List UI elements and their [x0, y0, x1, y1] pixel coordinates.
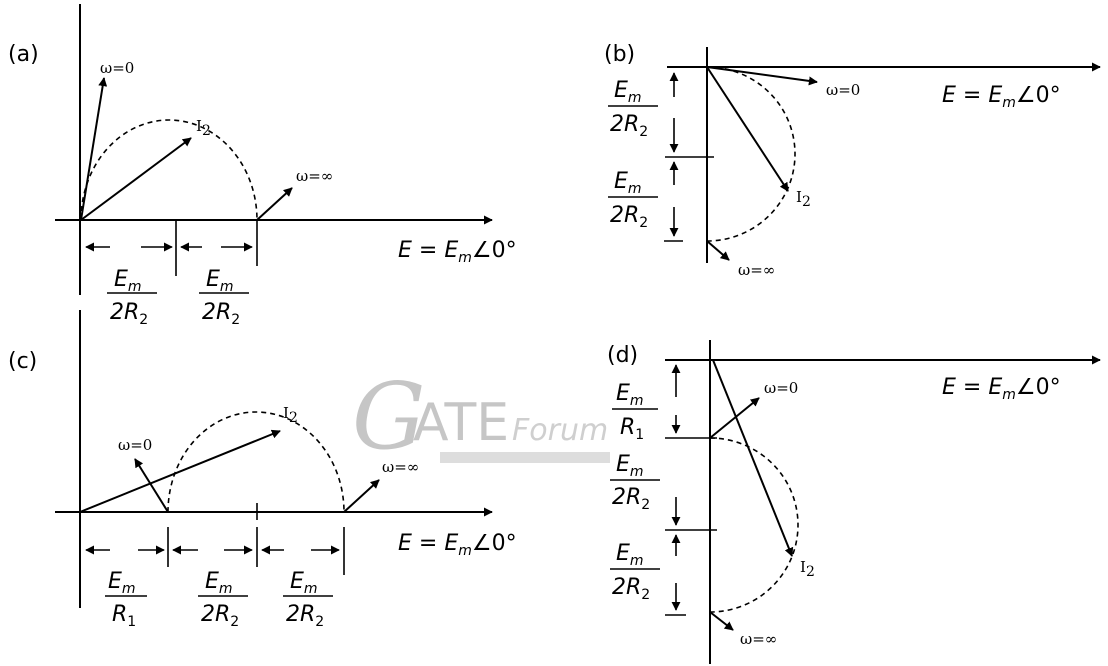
panel-a-i2-phasor [80, 137, 192, 221]
panel-d-omega-zero-label: ω=0 [764, 379, 798, 397]
panel-b-omega-inf-phasor [706, 240, 730, 261]
panel-c-frac3-denom: 2R2 [286, 602, 324, 630]
panel-a [55, 4, 493, 295]
panel-c-omega-zero-phasor [134, 458, 169, 513]
panel-d-labels: ω=0 I2 ω=∞ E = Em∠0° Em R1 Em 2R2 Em 2R2 [612, 375, 1061, 648]
panel-b-omega-zero-phasor [706, 66, 818, 86]
panel-d-omega-inf-label: ω=∞ [740, 630, 777, 648]
panel-a-omega-inf-phasor [256, 187, 293, 221]
panel-d-frac2-numer: Em [616, 452, 644, 480]
panel-a-labels: ω=0 I2 ω=∞ E = Em∠0° Em 2R2 Em 2R2 [100, 59, 517, 328]
panel-label-c: (c) [8, 349, 37, 374]
panel-c-omega-inf-label: ω=∞ [382, 458, 419, 476]
panel-c-frac3-numer: Em [290, 569, 318, 597]
panel-a-omega-inf-label: ω=∞ [296, 167, 333, 185]
panel-label-d: (d) [607, 343, 638, 368]
panel-a-omega-zero-label: ω=0 [100, 59, 134, 77]
panel-c-labels: ω=0 I2 ω=∞ E = Em∠0° Em R1 Em 2R2 Em 2R2 [108, 404, 517, 630]
panel-a-i2-label: I2 [196, 117, 211, 139]
panel-d-locus-semicircle [709, 437, 799, 613]
panel-a-frac2-numer: Em [206, 267, 234, 295]
panel-d-i2-phasor [712, 359, 794, 557]
panel-b-frac1-numer: Em [614, 78, 642, 106]
panel-b-locus-semicircle [706, 66, 796, 242]
watermark-ate: ATE [413, 393, 509, 453]
panel-c-frac2-denom: 2R2 [201, 602, 239, 630]
panel-d-i2-label: I2 [800, 558, 815, 580]
panel-d-frac1-numer: Em [616, 381, 644, 409]
panel-label-a: (a) [8, 42, 39, 67]
gate-forum-watermark: G ATE Forum [352, 363, 610, 470]
panel-b-frac2-numer: Em [614, 169, 642, 197]
panel-c-omega-zero-label: ω=0 [118, 436, 152, 454]
panel-d-e-formula: E = Em∠0° [942, 375, 1061, 403]
panel-d-frac1-denom: R1 [620, 415, 644, 443]
panel-c [55, 310, 493, 608]
panel-a-e-formula: E = Em∠0° [398, 238, 517, 266]
panel-b-labels: ω=0 I2 ω=∞ E = Em∠0° Em 2R2 Em 2R2 [610, 78, 1061, 279]
panel-a-frac1-numer: Em [114, 267, 142, 295]
panel-d-omega-inf-phasor [709, 611, 734, 631]
panel-a-locus-semicircle [80, 119, 258, 221]
panel-b [608, 47, 1101, 263]
panel-c-i2-label: I2 [283, 404, 298, 426]
panel-a-omega-zero-phasor [80, 77, 108, 221]
panel-c-locus-semicircle [167, 411, 345, 513]
panel-d-omega-zero-phasor [709, 397, 760, 439]
panel-c-frac2-numer: Em [205, 569, 233, 597]
watermark-forum: Forum [512, 413, 608, 448]
panel-d-frac3-denom: 2R2 [612, 575, 650, 603]
panel-c-e-formula: E = Em∠0° [398, 531, 517, 559]
panel-c-i2-phasor [79, 429, 281, 513]
panel-c-frac1-denom: R1 [112, 602, 136, 630]
panel-a-frac1-denom: 2R2 [110, 300, 148, 328]
panel-b-omega-inf-label: ω=∞ [738, 261, 775, 279]
panel-c-omega-inf-phasor [343, 479, 380, 513]
panel-a-frac2-denom: 2R2 [202, 300, 240, 328]
panel-c-frac1-numer: Em [108, 569, 136, 597]
panel-d [610, 340, 1101, 664]
panel-b-i2-label: I2 [796, 188, 811, 210]
watermark-g: G [352, 363, 426, 470]
panel-b-frac1-denom: 2R2 [610, 112, 648, 140]
panel-label-b: (b) [604, 42, 635, 67]
panel-d-frac3-numer: Em [616, 541, 644, 569]
panel-d-frac2-denom: 2R2 [612, 485, 650, 513]
panel-b-frac2-denom: 2R2 [610, 203, 648, 231]
panel-b-omega-zero-label: ω=0 [826, 81, 860, 99]
panel-b-i2-phasor [706, 66, 789, 192]
panel-b-e-formula: E = Em∠0° [942, 83, 1061, 111]
